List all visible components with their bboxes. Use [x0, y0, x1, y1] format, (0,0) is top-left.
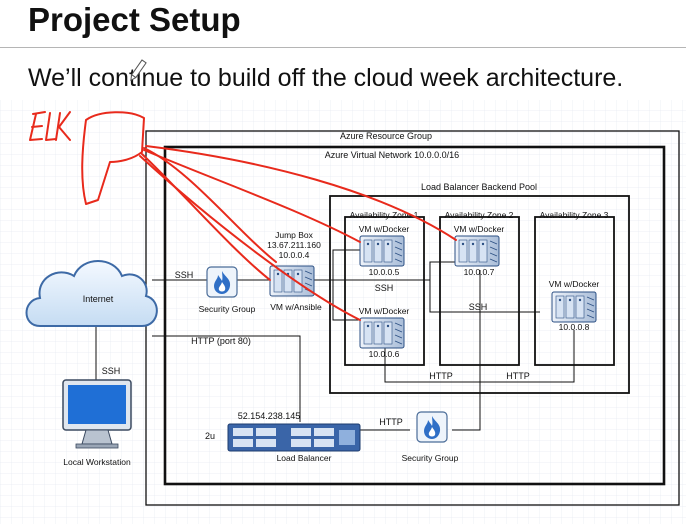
- slide-subtitle: We’ll continue to build off the cloud we…: [28, 64, 624, 92]
- security-group-lb-icon: [416, 411, 448, 443]
- jump-box-vm-icon: [269, 265, 315, 297]
- vm-1-title: VM w/Docker: [359, 224, 410, 234]
- pencil-cursor-icon: [130, 59, 147, 82]
- handwritten-arrow-vm2: [139, 155, 361, 321]
- zone-1-label: Availability Zone 1: [350, 210, 419, 220]
- security-group-icon: [206, 266, 238, 298]
- security-group-label: Security Group: [199, 304, 256, 314]
- handwritten-elk-l: [45, 112, 57, 141]
- edge-label-http-port80: HTTP (port 80): [191, 336, 251, 346]
- jump-box-public-ip: 13.67.211.160: [267, 240, 321, 250]
- load-balancer-label: Load Balancer: [277, 453, 332, 463]
- handwritten-arrow-vm3: [145, 145, 457, 241]
- workstation-label: Local Workstation: [63, 457, 131, 467]
- internet-cloud-icon: [25, 260, 158, 327]
- load-balancer-ip: 52.154.238.145: [238, 411, 301, 421]
- connectors: [95, 249, 575, 431]
- zone-3-label: Availability Zone 3: [540, 210, 609, 220]
- vm-3-ip: 10.0.0.7: [464, 267, 495, 277]
- vm-1-ip: 10.0.0.5: [369, 267, 400, 277]
- vm-4-ip: 10.0.0.8: [559, 322, 590, 332]
- title-divider: [0, 47, 686, 48]
- edge-label-http-lb: HTTP: [379, 417, 403, 427]
- load-balancer-icon: [227, 423, 361, 452]
- backend-pool-label: Load Balancer Backend Pool: [421, 182, 537, 192]
- vnet-label: Azure Virtual Network 10.0.0.0/16: [325, 150, 459, 160]
- vm-2-ip: 10.0.0.6: [369, 349, 400, 359]
- vm-4-title: VM w/Docker: [549, 279, 600, 289]
- edge-label-ssh-workstation: SSH: [102, 366, 121, 376]
- workstation-monitor-icon: [62, 379, 132, 449]
- load-balancer-side-label: 2u: [205, 431, 215, 441]
- vm-1-icon: [359, 235, 405, 267]
- handwritten-arrow-vm1: [143, 149, 361, 243]
- handwritten-annotation: [29, 111, 457, 321]
- vm-4-icon: [551, 291, 597, 323]
- vm-3-title: VM w/Docker: [454, 224, 505, 234]
- handwritten-elk-k: [55, 111, 71, 141]
- edge-label-ssh-zone1-zone2: SSH: [375, 283, 394, 293]
- vm-2-title: VM w/Docker: [359, 306, 410, 316]
- vm-3-icon: [454, 235, 500, 267]
- internet-label: Internet: [83, 294, 114, 304]
- security-group-lb-label: Security Group: [402, 453, 459, 463]
- resource-group-label: Azure Resource Group: [340, 131, 432, 141]
- handwritten-elk-e: [29, 111, 46, 141]
- vm-2-icon: [359, 317, 405, 349]
- slide-title: Project Setup: [28, 1, 241, 38]
- handwritten-box: [81, 111, 145, 205]
- vnet-box: [163, 145, 666, 486]
- edge-label-ssh-zone3: SSH: [469, 302, 488, 312]
- handwritten-arrow-jumpbox-2: [141, 153, 271, 281]
- edge-label-http-left: HTTP: [429, 371, 453, 381]
- jump-box-title: Jump Box: [275, 230, 314, 240]
- zone-2-label: Availability Zone 2: [445, 210, 514, 220]
- edge-label-ssh-internet: SSH: [175, 270, 194, 280]
- jump-box-label: VM w/Ansible: [270, 302, 322, 312]
- edge-label-http-right: HTTP: [506, 371, 530, 381]
- jump-box-private-ip: 10.0.0.4: [279, 250, 310, 260]
